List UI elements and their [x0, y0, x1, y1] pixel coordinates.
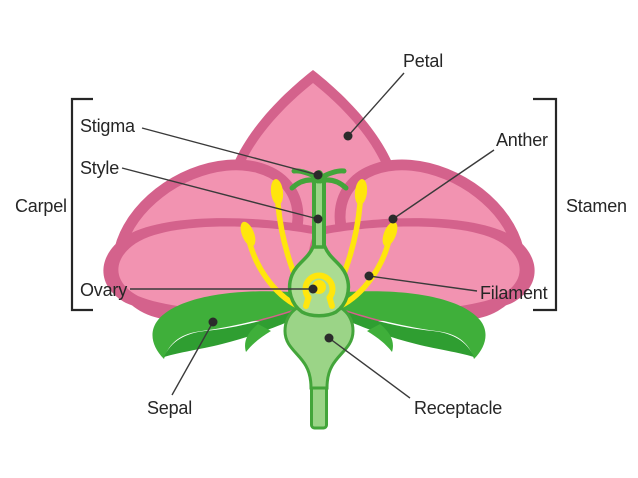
receptacle-leader: [328, 337, 411, 399]
filament-leader: [368, 275, 478, 292]
stigma-leader: [141, 127, 319, 176]
sepal-right-shade: [324, 304, 474, 357]
petal-leader: [347, 72, 405, 137]
sepal-right-spike: [367, 324, 393, 352]
anther-inner-right: [354, 179, 368, 205]
label-petal: Petal: [403, 51, 444, 71]
label-carpel: Carpel: [15, 196, 67, 216]
carpel-bracket: [70, 97, 93, 312]
anther-inner-left: [270, 179, 284, 205]
sepal-right: [324, 291, 486, 359]
sepal-left-spike: [245, 324, 271, 352]
label-stamen: Stamen: [566, 196, 627, 216]
sepal-dot: [208, 317, 218, 327]
receptacle: [283, 300, 355, 390]
label-stigma: Stigma: [80, 116, 135, 136]
label-receptacle: Receptacle: [414, 398, 503, 418]
ovary-dot: [308, 284, 318, 294]
label-filament: Filament: [480, 283, 548, 303]
anther-dot: [388, 214, 398, 224]
anther-outer-left: [240, 221, 256, 247]
anchor-dots: [208, 131, 398, 343]
label-style: Style: [80, 158, 120, 178]
style-dot: [313, 214, 323, 224]
anther-leader: [392, 149, 495, 220]
filament-dot: [364, 271, 374, 281]
stigma-dot: [313, 170, 323, 180]
sepal-left: [152, 291, 314, 359]
label-anther: Anther: [496, 130, 548, 150]
label-ovary: Ovary: [80, 280, 128, 300]
style-leader: [121, 167, 319, 220]
stamen-bracket: [533, 97, 558, 312]
petal-dot: [343, 131, 353, 141]
leader-lines: [121, 72, 495, 399]
receptacle-dot: [324, 333, 334, 343]
anther-outer-right: [382, 221, 398, 247]
sepal-leader: [171, 321, 214, 396]
ovule: [302, 272, 336, 309]
label-sepal: Sepal: [147, 398, 193, 418]
